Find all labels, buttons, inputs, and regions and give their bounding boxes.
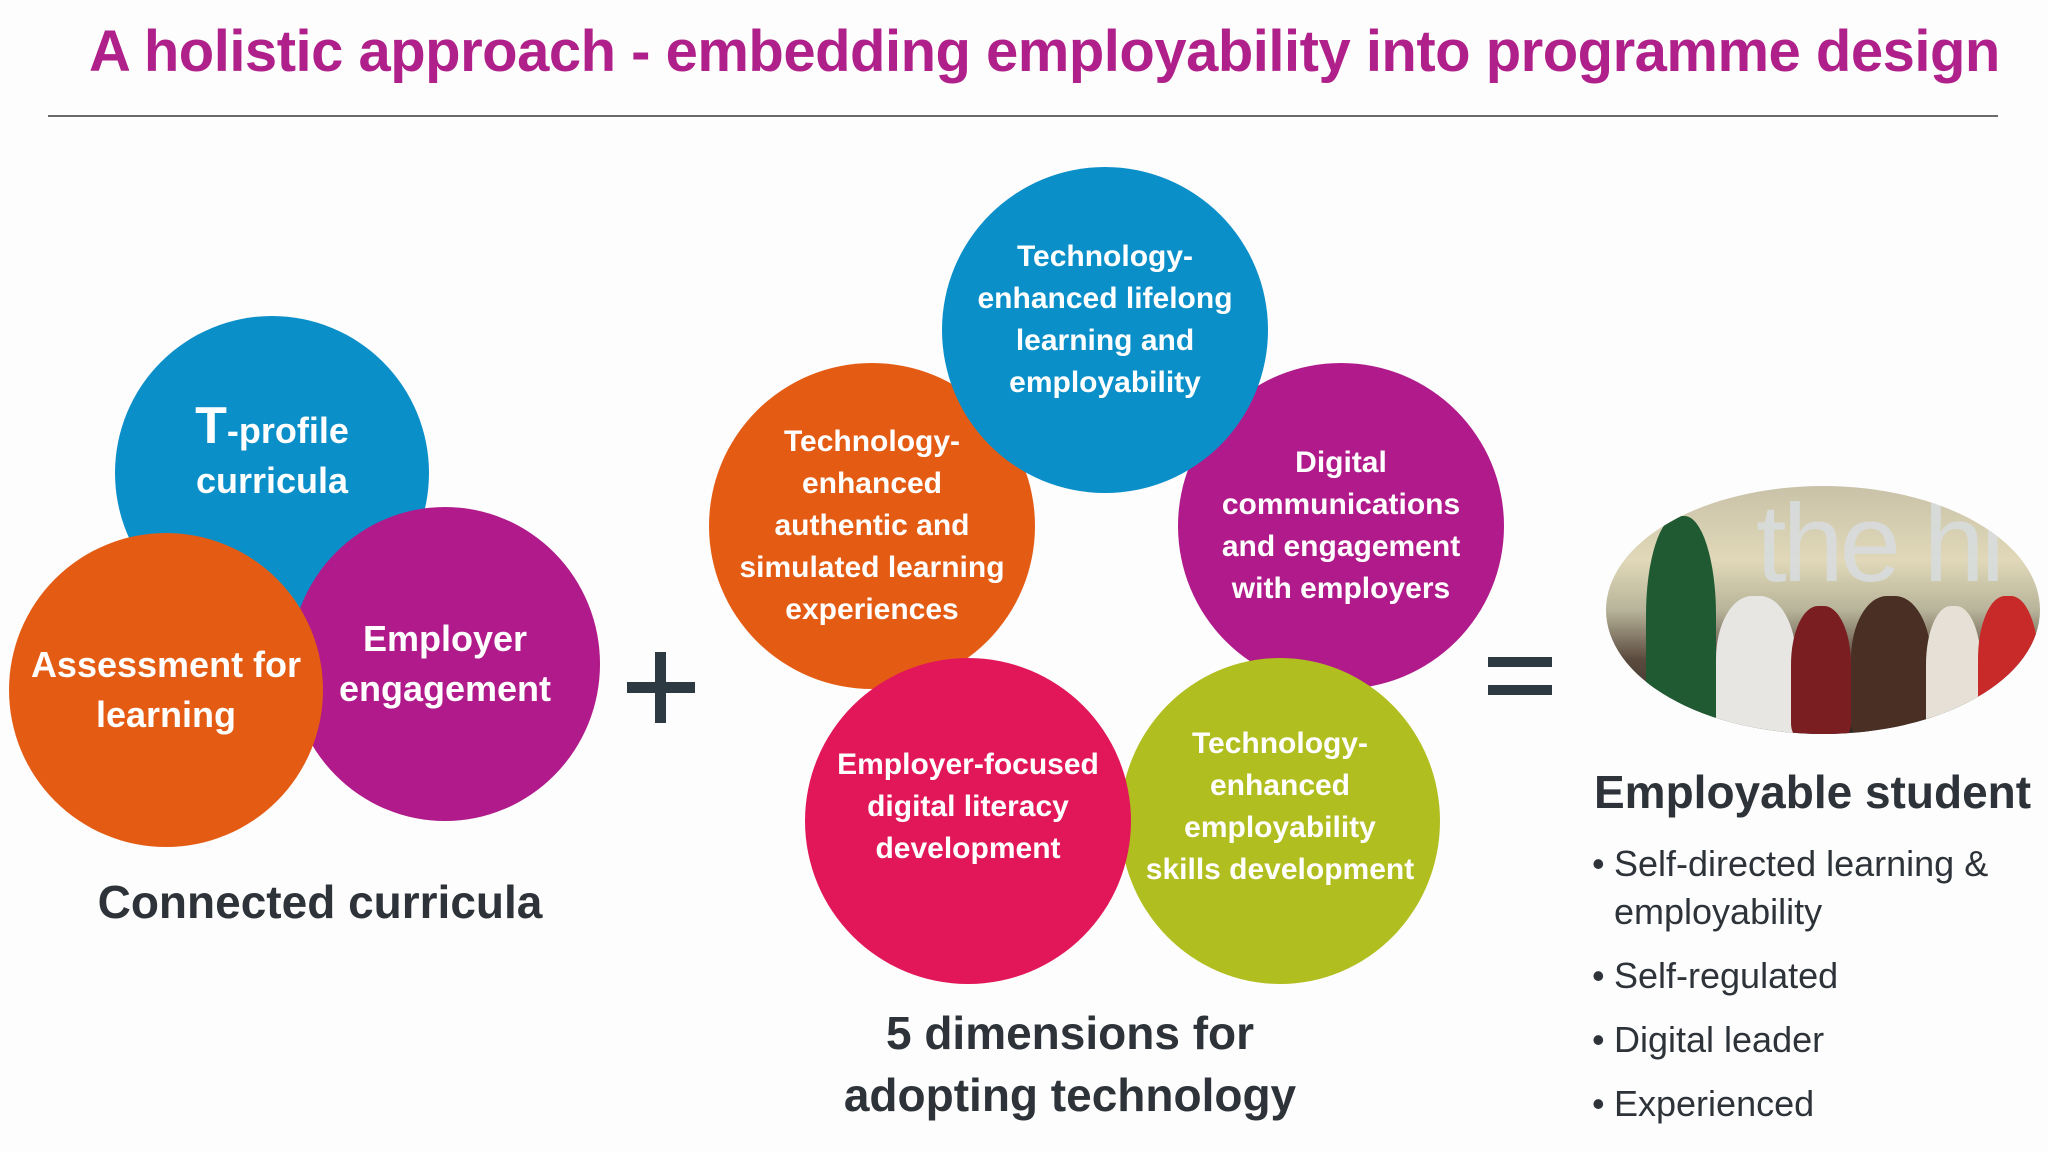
circle-digital-literacy: Employer-focused digital literacy develo… xyxy=(805,658,1131,984)
list-item: Self-directed learning & employability xyxy=(1592,840,2048,936)
authentic-label: Technology- enhanced authentic and simul… xyxy=(739,425,1005,626)
list-item: Digital leader xyxy=(1592,1016,2048,1064)
employability-skills-label: Technology- enhanced employability skill… xyxy=(1145,727,1415,886)
employable-student-list: Self-directed learning & employability S… xyxy=(1592,840,2048,1144)
digital-comms-label: Digital communications and engagement wi… xyxy=(1221,446,1461,605)
circle-authentic-learning: Technology- enhanced authentic and simul… xyxy=(709,363,1035,689)
lifelong-label: Technology- enhanced lifelong learning a… xyxy=(977,240,1233,399)
photo-sign-text: the hi xyxy=(1756,486,2005,605)
dimensions-caption: 5 dimensions for adopting technology xyxy=(843,1007,1297,1121)
list-item: Self-regulated xyxy=(1592,952,2048,1000)
employable-student-title: Employable student xyxy=(1594,766,2032,818)
list-item: Experienced xyxy=(1592,1080,2048,1128)
title-divider xyxy=(48,115,1998,117)
employer-engagement-label: Employer engagement xyxy=(338,618,552,709)
t-profile-letter: T xyxy=(195,396,227,455)
circle-lifelong-learning: Technology- enhanced lifelong learning a… xyxy=(942,167,1268,493)
t-profile-label: -profile curricula xyxy=(195,409,349,501)
assessment-label: Assessment for learning xyxy=(30,644,302,735)
slide-title: A holistic approach - embedding employab… xyxy=(89,19,2000,84)
circle-assessment-for-learning: Assessment for learning xyxy=(9,533,323,847)
circle-employer-engagement: Employer engagement xyxy=(290,507,600,821)
digital-literacy-label: Employer-focused digital literacy develo… xyxy=(837,748,1099,865)
connected-curricula-caption: Connected curricula xyxy=(97,876,543,928)
circle-employability-skills: Technology- enhanced employability skill… xyxy=(1120,658,1440,984)
students-photo: the hi xyxy=(1606,486,2040,734)
